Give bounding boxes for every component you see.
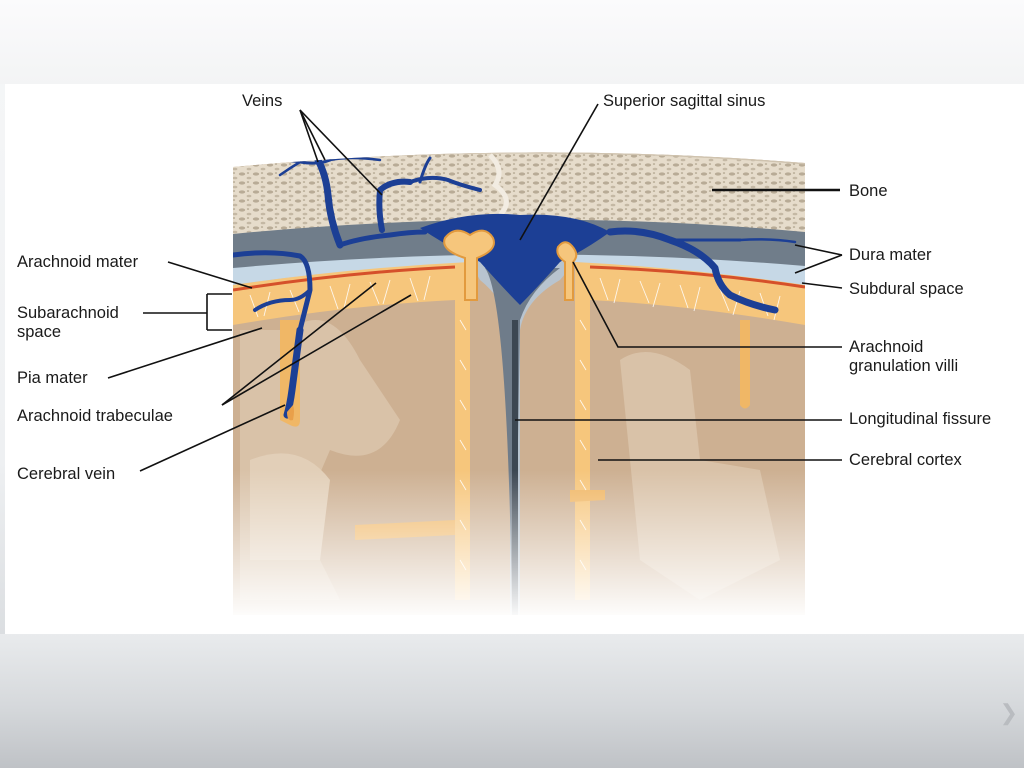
label-subarachnoid-line1: Subarachnoid xyxy=(17,304,119,322)
label-arachnoid-granulation-line1: Arachnoid xyxy=(849,338,924,356)
leader-subarachnoid xyxy=(143,293,232,331)
arachnoid-granulation-right xyxy=(556,241,578,301)
label-subdural-space: Subdural space xyxy=(849,280,964,298)
leader-veins-2 xyxy=(299,109,326,161)
leader-trabeculae-1 xyxy=(221,282,377,406)
slide-bottom-band xyxy=(0,634,1024,768)
leader-trabeculae-2 xyxy=(221,294,412,406)
leader-pia xyxy=(107,327,263,379)
label-arachnoid-mater: Arachnoid mater xyxy=(17,253,139,271)
label-subarachnoid-line2: space xyxy=(17,323,62,341)
leader-arachnoid-mater xyxy=(167,261,253,289)
cerebral-vein xyxy=(283,326,304,419)
label-arachnoid-trabeculae: Arachnoid trabeculae xyxy=(17,407,173,425)
leader-dura-1 xyxy=(794,244,843,256)
label-pia-mater: Pia mater xyxy=(17,369,88,387)
label-superior-sagittal-sinus: Superior sagittal sinus xyxy=(603,92,766,110)
label-cerebral-cortex: Cerebral cortex xyxy=(849,451,962,469)
leader-veins-3 xyxy=(299,109,319,163)
subdural-space xyxy=(233,250,805,285)
label-veins: Veins xyxy=(242,92,283,110)
vein-left-main xyxy=(314,156,344,249)
label-arachnoid-granulation-line2: granulation villi xyxy=(849,357,959,375)
label-cerebral-vein: Cerebral vein xyxy=(17,465,116,483)
arachnoid-layer-left xyxy=(233,262,470,600)
leader-sinus xyxy=(519,103,599,241)
leader-veins-1 xyxy=(299,109,383,196)
leader-subdural xyxy=(801,282,843,289)
slide-corner-chevron-icon: ❯ xyxy=(999,700,1018,725)
slide-top-band xyxy=(0,0,1024,84)
label-dura-mater: Dura mater xyxy=(849,246,932,264)
label-subarachnoid-space: Subarachnoid space xyxy=(17,304,119,342)
leader-cerebral-vein xyxy=(139,404,286,472)
skull-bone xyxy=(233,152,805,234)
leader-dura-2 xyxy=(794,254,843,274)
label-arachnoid-granulation-villi: Arachnoid granulation villi xyxy=(849,338,958,376)
label-longitudinal-fissure: Longitudinal fissure xyxy=(849,410,992,428)
leader-granulation xyxy=(572,261,842,348)
arachnoid-layer-right xyxy=(575,262,805,600)
arachnoid-granulation-left xyxy=(443,229,495,301)
label-bone: Bone xyxy=(849,182,888,200)
